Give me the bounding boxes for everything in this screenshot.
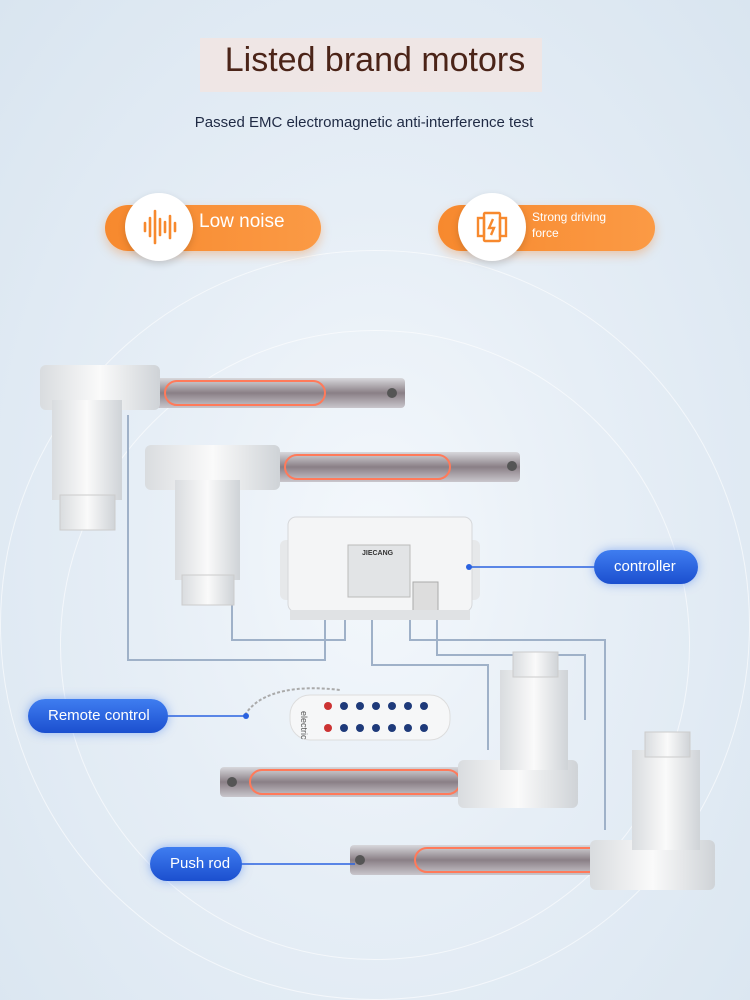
feature-low-noise: Low noise: [105, 193, 321, 261]
feature-label: Low noise: [199, 211, 285, 232]
remote-control-callout: Remote control: [28, 699, 168, 733]
actuator-top-2: [145, 445, 520, 606]
controller-box: JIECANG: [280, 516, 596, 620]
decorative-ring: [60, 330, 690, 960]
cables: [127, 415, 606, 830]
page-title: Listed brand motors: [224, 41, 526, 79]
title-background: [200, 38, 542, 92]
page-subtitle: Passed EMC electromagnetic anti-interfer…: [194, 114, 534, 131]
push-rod-callout: Push rod: [150, 847, 242, 881]
actuator-bottom-1: [220, 651, 578, 808]
battery-power-icon: [458, 193, 526, 261]
sound-wave-icon: [125, 193, 193, 261]
controller-callout: controller: [594, 550, 698, 584]
actuator-bottom-2: [240, 731, 715, 890]
remote-control: electric: [135, 687, 451, 741]
controller-brand-label: JIECANG: [362, 550, 394, 557]
remote-brand-label: electric: [299, 711, 309, 740]
actuator-top-1: [40, 365, 405, 531]
